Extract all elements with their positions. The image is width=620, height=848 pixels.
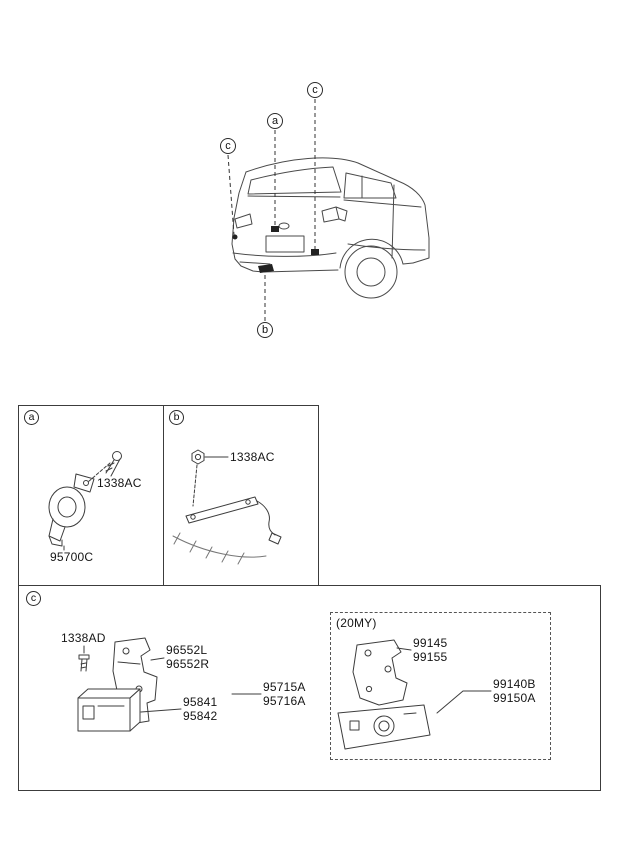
callout-c-upper: c — [307, 82, 323, 98]
callout-c-lower: c — [220, 138, 236, 154]
part-number-99155: 99155 — [413, 650, 448, 664]
panel-b-cell — [163, 405, 319, 586]
callout-a: a — [267, 113, 283, 129]
part-number-96552l: 96552L — [166, 643, 208, 657]
part-number-95700c: 95700C — [50, 550, 94, 564]
vehicle-rear-illustration — [231, 157, 430, 299]
panel-a-label: a — [24, 410, 39, 425]
located-part-c-right — [311, 249, 319, 255]
callout-leader-lines — [227, 99, 319, 321]
located-part-b — [258, 264, 274, 273]
located-part-a — [271, 226, 279, 232]
part-number-99140b: 99140B — [493, 677, 536, 691]
part-number-1338ac-a: 1338AC — [97, 476, 142, 490]
part-number-1338ac-b: 1338AC — [230, 450, 275, 464]
part-number-95715a: 95715A — [263, 680, 306, 694]
part-number-96552r: 96552R — [166, 657, 210, 671]
part-number-95716a: 95716A — [263, 694, 306, 708]
located-part-c-left — [232, 234, 238, 240]
subgroup-title-20my: (20MY) — [336, 616, 377, 630]
part-number-95841: 95841 — [183, 695, 218, 709]
callout-b: b — [257, 322, 273, 338]
panel-b-label: b — [169, 410, 184, 425]
part-number-1338ad: 1338AD — [61, 631, 106, 645]
panel-c-label: c — [26, 591, 41, 606]
part-number-99145: 99145 — [413, 636, 448, 650]
part-number-95842: 95842 — [183, 709, 218, 723]
part-number-99150a: 99150A — [493, 691, 536, 705]
panel-c-cell — [18, 585, 601, 791]
panel-20my-box — [330, 612, 551, 760]
